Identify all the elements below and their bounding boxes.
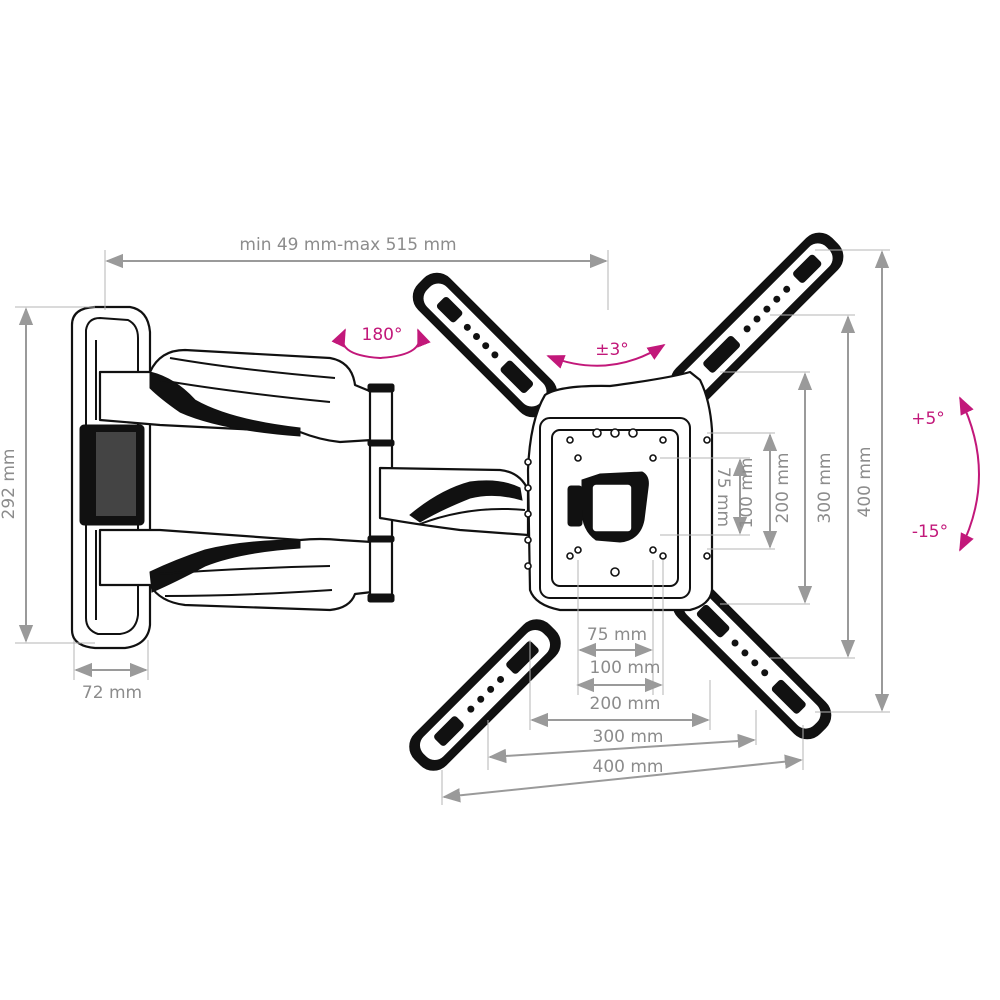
rotation-label: ±3° [595, 340, 629, 360]
h200-label: 200 mm [590, 694, 661, 714]
extension-dimension: min 49 mm-max 515 mm [104, 235, 609, 310]
h300-label: 300 mm [593, 727, 664, 747]
rotation-indicator: ±3° [546, 340, 666, 369]
vesa-horizontal-dimensions: 75 mm 100 mm 200 mm 300 mm 400 mm [441, 560, 804, 805]
lower-arm [98, 528, 374, 612]
center-plate [524, 370, 714, 612]
depth-dimension: 72 mm [73, 640, 149, 703]
h400-label: 400 mm [593, 757, 664, 777]
height-dimension: 292 mm [0, 306, 95, 644]
vesa-arm-bottom-right [672, 580, 832, 740]
extension-label: min 49 mm-max 515 mm [239, 235, 456, 255]
v75-label: 75 mm [713, 467, 733, 527]
v300-label: 300 mm [815, 453, 835, 524]
vesa-arm-top-left [412, 272, 558, 418]
h100-label: 100 mm [590, 658, 661, 678]
tilt-up-label: +5° [911, 409, 945, 429]
depth-label: 72 mm [82, 683, 142, 703]
h75-label: 75 mm [587, 625, 647, 645]
front-arm [378, 466, 530, 537]
tilt-indicator: +5° -15° [911, 396, 980, 552]
v200-label: 200 mm [773, 453, 793, 524]
swivel-label: 180° [362, 325, 403, 345]
tilt-down-label: -15° [912, 522, 948, 542]
swivel-indicator: 180° [331, 325, 431, 360]
wall-plate [70, 305, 152, 650]
v100-label: 100 mm [737, 458, 757, 529]
upper-arm [98, 348, 374, 444]
vesa-vertical-dimensions: 75 mm 100 mm 200 mm 300 mm 400 mm [660, 249, 890, 713]
v400-label: 400 mm [855, 447, 875, 518]
height-label: 292 mm [0, 449, 19, 520]
